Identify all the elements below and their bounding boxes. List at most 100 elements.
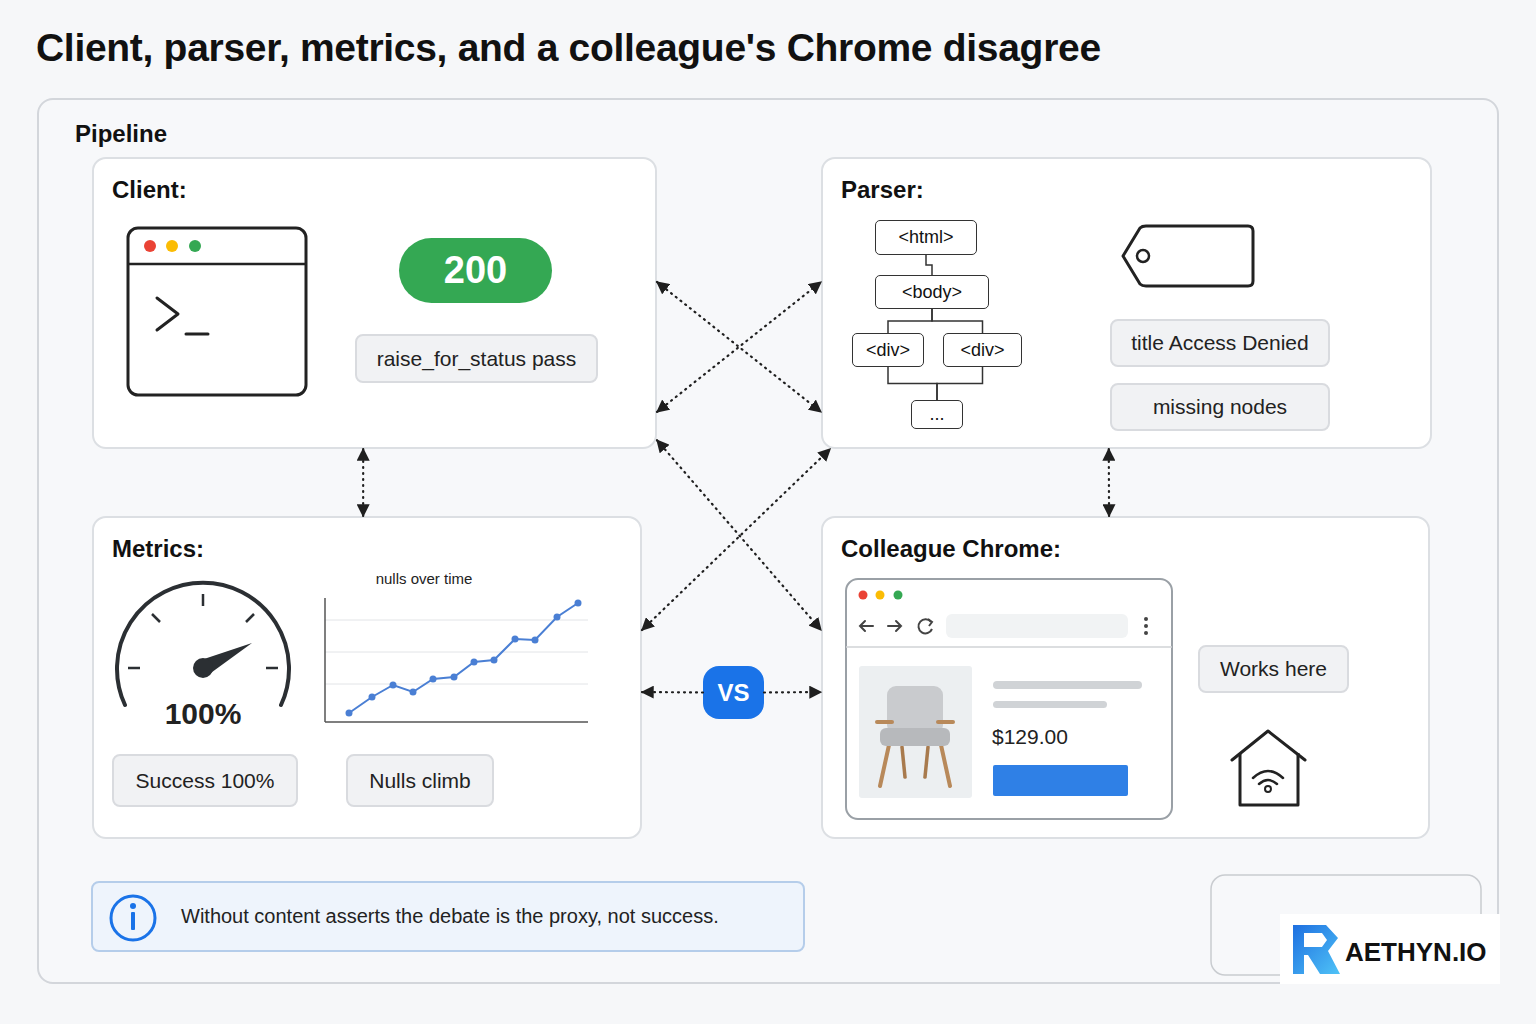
- browser-mockup-part: [846, 646, 1172, 648]
- info-note: Without content asserts the debate is th…: [91, 881, 805, 952]
- terminal-icon-part: [166, 240, 178, 252]
- dotted-arrow: [764, 691, 821, 694]
- line-chart-part: [451, 674, 458, 681]
- box-text: Nulls climb: [369, 769, 471, 793]
- gauge-icon-part: [152, 614, 160, 622]
- chair-image-part: [925, 747, 928, 777]
- line-chart-part: [325, 721, 588, 723]
- box-text: 200: [444, 249, 507, 292]
- gauge-icon-part: [128, 667, 140, 670]
- watermark-box-part: [1304, 933, 1327, 947]
- gauge-icon-part: [117, 583, 289, 705]
- tag-chip: Works here: [1198, 645, 1349, 693]
- tree-link: [888, 367, 937, 400]
- chair-image: [877, 686, 953, 786]
- browser-mockup-part: [894, 591, 903, 600]
- line-chart-part: [471, 659, 478, 666]
- browser-mockup-part: [993, 765, 1128, 796]
- info-icon-part: [111, 896, 155, 940]
- dotted-arrow: [642, 691, 703, 694]
- box-text: ...: [929, 404, 944, 425]
- chair-image-part: [880, 728, 950, 746]
- box-text: <div>: [866, 340, 910, 361]
- line-chart-part: [390, 682, 397, 689]
- dotted-arrow: [362, 449, 364, 516]
- info-icon: [111, 896, 155, 940]
- gauge-icon: [117, 583, 289, 705]
- box-text: <div>: [960, 340, 1004, 361]
- home-wifi-icon-part: [1240, 753, 1298, 805]
- browser-mockup-part: [1144, 624, 1148, 628]
- box-text: Without content asserts the debate is th…: [181, 905, 719, 928]
- box-text: missing nodes: [1153, 395, 1287, 419]
- chart-title: nulls over time: [376, 570, 473, 587]
- tree-node: <div>: [852, 333, 924, 367]
- line-chart-part: [369, 694, 376, 701]
- tree-link: [932, 309, 983, 333]
- browser-mockup-part: [859, 591, 868, 600]
- tree-link: [888, 309, 932, 333]
- terminal-icon-part: [157, 298, 178, 330]
- box-heading: Colleague Chrome:: [841, 535, 1061, 563]
- browser-mockup: [846, 579, 1172, 819]
- dotted-arrow: [657, 282, 821, 412]
- gauge-icon-part: [193, 658, 213, 678]
- browser-mockup-part: [876, 591, 885, 600]
- box-text: VS: [717, 679, 749, 707]
- terminal-icon-part: [144, 240, 156, 252]
- chair-image-part: [902, 747, 905, 777]
- box-text: Works here: [1220, 657, 1327, 681]
- line-chart-part: [430, 676, 437, 683]
- tree-node: <body>: [875, 275, 989, 309]
- box-text: Success 100%: [136, 769, 275, 793]
- tag-chip: missing nodes: [1110, 383, 1330, 431]
- tree-link: [926, 255, 932, 275]
- panel-box: Parser:<html><body><div><div>...title Ac…: [821, 157, 1432, 449]
- dotted-arrow: [657, 440, 821, 630]
- box-heading: Client:: [112, 176, 187, 204]
- terminal-icon-part: [128, 228, 306, 395]
- home-wifi-icon-part: [1253, 771, 1283, 778]
- line-chart-part: [325, 620, 588, 621]
- terminal-icon-part: [189, 240, 201, 252]
- tag-icon: [1123, 226, 1253, 286]
- line-chart-part: [512, 636, 519, 643]
- line-chart-part: [532, 637, 539, 644]
- panel-box: Client:200raise_for_status pass: [92, 157, 657, 449]
- browser-mockup-part: [928, 619, 932, 626]
- tag-chip: Success 100%: [112, 754, 298, 807]
- browser-mockup-part: [993, 701, 1107, 708]
- home-wifi-icon-part: [1232, 731, 1305, 760]
- chair-image-part: [938, 720, 953, 724]
- line-chart-part: [491, 657, 498, 664]
- tag-chip: Nulls climb: [346, 754, 494, 807]
- line-chart-part: [554, 614, 561, 621]
- line-chart-part: [346, 710, 353, 717]
- box-heading: Metrics:: [112, 535, 204, 563]
- dotted-arrow: [642, 449, 830, 630]
- tag-chip: title Access Denied: [1110, 319, 1330, 367]
- gauge-icon-part: [266, 667, 278, 670]
- home-wifi-icon: [1232, 731, 1305, 805]
- line-chart-part: [349, 603, 578, 713]
- watermark-box-part: [1280, 914, 1500, 984]
- line-chart-part: [410, 689, 417, 696]
- home-wifi-icon-part: [1265, 786, 1271, 792]
- watermark-box-part: [1293, 925, 1340, 974]
- watermark: AETHYN.IO: [1345, 937, 1487, 968]
- tree-node: <html>: [875, 220, 977, 255]
- gauge-icon-part: [198, 643, 252, 675]
- gauge-icon-part: [202, 594, 205, 606]
- chair-image-part: [877, 720, 892, 724]
- price-text: $129.00: [992, 725, 1068, 749]
- browser-mockup-part: [888, 621, 901, 631]
- box-text: title Access Denied: [1131, 331, 1308, 355]
- browser-mockup-part: [919, 619, 932, 633]
- terminal-icon-part: [186, 333, 208, 336]
- gauge-value: 100%: [165, 697, 242, 731]
- terminal-icon-part: [128, 263, 306, 266]
- box-heading: Pipeline: [75, 120, 167, 148]
